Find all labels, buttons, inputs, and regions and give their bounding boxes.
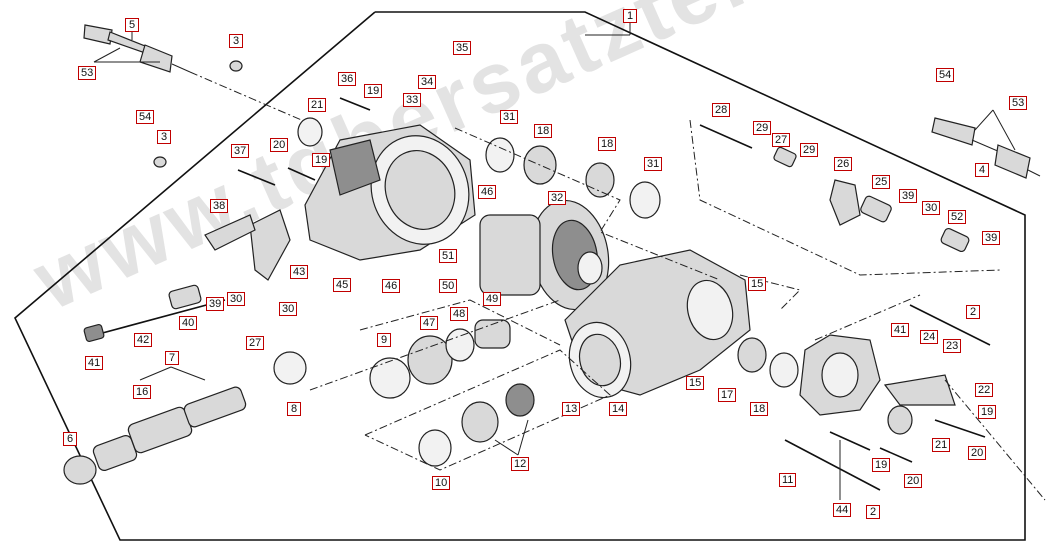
callout-label: 30 bbox=[279, 302, 298, 316]
callout-label: 39 bbox=[899, 189, 918, 203]
callout-label: 27 bbox=[772, 133, 791, 147]
callout-label: 12 bbox=[511, 457, 530, 471]
callout-label: 21 bbox=[308, 98, 327, 112]
callout-label: 3 bbox=[157, 130, 171, 144]
callout-label: 13 bbox=[562, 402, 581, 416]
callout-label: 36 bbox=[338, 72, 357, 86]
callout-label: 25 bbox=[872, 175, 891, 189]
right-drive-shaft bbox=[931, 117, 1041, 179]
callout-label: 1 bbox=[623, 9, 637, 23]
callout-label: 15 bbox=[748, 277, 767, 291]
callout-label: 30 bbox=[922, 201, 941, 215]
callout-label: 41 bbox=[891, 323, 910, 337]
callout-label: 18 bbox=[750, 402, 769, 416]
shift-fork-parts bbox=[204, 124, 970, 281]
callout-label: 28 bbox=[712, 103, 731, 117]
callout-label: 18 bbox=[598, 137, 617, 151]
callout-label: 21 bbox=[932, 438, 951, 452]
callout-label: 31 bbox=[500, 110, 519, 124]
callout-label: 19 bbox=[872, 458, 891, 472]
callout-label: 26 bbox=[834, 157, 853, 171]
callout-label: 54 bbox=[936, 68, 955, 82]
callout-label: 6 bbox=[63, 432, 77, 446]
callout-label: 2 bbox=[866, 505, 880, 519]
callout-label: 29 bbox=[800, 143, 819, 157]
callout-label: 5 bbox=[125, 18, 139, 32]
callout-label: 17 bbox=[718, 388, 737, 402]
assembly-frame bbox=[14, 11, 1026, 541]
callout-label: 8 bbox=[287, 402, 301, 416]
callout-label: 40 bbox=[179, 316, 198, 330]
shift-shaft bbox=[83, 284, 226, 343]
callout-label: 4 bbox=[975, 163, 989, 177]
callout-label: 48 bbox=[450, 307, 469, 321]
callout-label: 33 bbox=[403, 93, 422, 107]
callout-label: 14 bbox=[609, 402, 628, 416]
callout-label: 39 bbox=[206, 297, 225, 311]
bolts bbox=[237, 97, 991, 491]
callout-label: 49 bbox=[483, 292, 502, 306]
callout-label: 11 bbox=[779, 473, 797, 487]
callout-label: 53 bbox=[78, 66, 97, 80]
callout-label: 38 bbox=[210, 199, 229, 213]
callout-label: 44 bbox=[833, 503, 852, 517]
callout-label: 53 bbox=[1009, 96, 1028, 110]
callout-label: 50 bbox=[439, 279, 458, 293]
callout-label: 34 bbox=[418, 75, 437, 89]
callout-label: 22 bbox=[975, 383, 994, 397]
callout-label: 3 bbox=[229, 34, 243, 48]
callout-label: 16 bbox=[133, 385, 152, 399]
callout-label: 29 bbox=[753, 121, 772, 135]
main-housing bbox=[564, 249, 751, 399]
leader-lines bbox=[93, 30, 1016, 500]
callout-label: 10 bbox=[432, 476, 451, 490]
callout-label: 15 bbox=[686, 376, 705, 390]
callout-label: 7 bbox=[165, 351, 179, 365]
callout-label: 24 bbox=[920, 330, 939, 344]
callout-label: 41 bbox=[85, 356, 104, 370]
callout-label: 2 bbox=[966, 305, 980, 319]
universal-joint-shaft bbox=[63, 351, 307, 485]
left-drive-shaft bbox=[83, 24, 321, 129]
callout-label: 46 bbox=[382, 279, 401, 293]
callout-label: 20 bbox=[270, 138, 289, 152]
callout-label: 54 bbox=[136, 110, 155, 124]
seals-and-rings bbox=[153, 60, 913, 467]
callout-label: 46 bbox=[478, 185, 497, 199]
ring-gear bbox=[479, 199, 610, 311]
callout-label: 19 bbox=[978, 405, 997, 419]
callout-label: 19 bbox=[312, 153, 331, 167]
callout-label: 52 bbox=[948, 210, 967, 224]
dashed-guides bbox=[309, 119, 1046, 501]
callout-label: 9 bbox=[377, 333, 391, 347]
callout-label: 45 bbox=[333, 278, 352, 292]
callout-label: 32 bbox=[548, 191, 567, 205]
callout-label: 20 bbox=[968, 446, 987, 460]
callout-label: 51 bbox=[439, 249, 458, 263]
callout-label: 43 bbox=[290, 265, 309, 279]
callout-label: 20 bbox=[904, 474, 923, 488]
callout-label: 37 bbox=[231, 144, 250, 158]
callout-label: 39 bbox=[982, 231, 1001, 245]
callout-label: 30 bbox=[227, 292, 246, 306]
left-housing bbox=[304, 124, 476, 261]
callout-label: 19 bbox=[364, 84, 383, 98]
callout-label: 35 bbox=[453, 41, 472, 55]
callout-label: 23 bbox=[943, 339, 962, 353]
right-cover bbox=[799, 334, 956, 416]
callout-label: 42 bbox=[134, 333, 153, 347]
callout-label: 47 bbox=[420, 316, 439, 330]
callout-label: 27 bbox=[246, 336, 265, 350]
callout-label: 18 bbox=[534, 124, 553, 138]
callout-label: 31 bbox=[644, 157, 663, 171]
